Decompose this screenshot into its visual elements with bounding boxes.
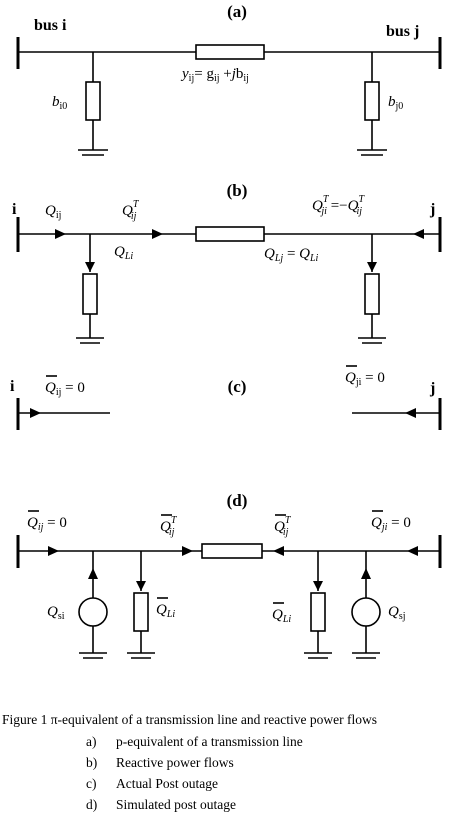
arrow-left-icon [405, 408, 416, 418]
load-i-resistor [133, 592, 149, 632]
panel-d-label: (d) [227, 491, 248, 510]
svg-text:Qji = 0: Qji = 0 [371, 515, 411, 533]
svg-text:Qji = 0: Qji = 0 [345, 370, 385, 388]
q-ij-label: Qij [45, 203, 61, 221]
ground-icon [127, 652, 155, 659]
shunt-i-resistor [85, 81, 101, 121]
node-j-label: j [429, 201, 435, 218]
svg-text:QLi: QLi [156, 602, 175, 620]
q-ji-bar-label: Qji = 0 [345, 365, 385, 388]
node-i-label: i [10, 378, 15, 395]
panel-c: (c) i j Qij = 0 Qji = 0 [10, 365, 442, 430]
ground-icon [357, 149, 387, 156]
panel-a: (a) bus i bus j yij= gij +jbij bi0 bj0 [16, 2, 442, 156]
q-Li-bar-label-2: QLi [272, 602, 291, 625]
arrow-right-icon [55, 229, 66, 239]
arrow-left-icon [273, 546, 284, 556]
panel-a-label: (a) [227, 2, 247, 21]
arrow-right-icon [48, 546, 59, 556]
ground-icon [352, 652, 380, 659]
ground-icon [304, 652, 332, 659]
ground-icon [78, 149, 108, 156]
svg-text:Qij = 0: Qij = 0 [45, 380, 85, 398]
ground-icon [358, 337, 386, 344]
arrow-up-icon [361, 568, 371, 579]
shunt-i-label: bi0 [52, 94, 67, 112]
ground-icon [79, 652, 107, 659]
arrow-right-icon [30, 408, 41, 418]
q-Lj-label: QLj = QLi [264, 246, 319, 264]
shunt-j-label: bj0 [388, 94, 403, 112]
arrow-left-icon [407, 546, 418, 556]
ground-icon [76, 337, 104, 344]
load-i-resistor [82, 273, 98, 315]
source-i-circle [78, 597, 108, 627]
q-ij-bar-label: Qij = 0 [45, 375, 85, 398]
arrow-down-icon [367, 262, 377, 272]
caption-title: Figure 1 π-equivalent of a transmission … [2, 712, 377, 727]
q-si-label: Qsi [47, 604, 65, 622]
q-Li-bar-label: QLi [156, 597, 175, 620]
panel-b-label: (b) [227, 181, 248, 200]
caption-item-b: b)Reactive power flows [86, 755, 234, 770]
panel-c-label: (c) [228, 377, 247, 396]
caption-item-c: c)Actual Post outage [86, 776, 218, 791]
svg-text:Qij = 0: Qij = 0 [27, 515, 67, 533]
q-ij-bar-label: Qij = 0 [27, 510, 67, 533]
bus-j-label: bus j [386, 23, 419, 40]
source-j-circle [351, 597, 381, 627]
series-resistor [195, 226, 265, 242]
series-resistor [201, 543, 263, 559]
arrow-right-icon [182, 546, 193, 556]
bus-i-label: bus i [34, 17, 67, 34]
admittance-label: yij= gij +jbij [180, 66, 249, 84]
load-j-resistor [364, 273, 380, 315]
node-j-label: j [429, 380, 435, 397]
arrow-right-icon [152, 229, 163, 239]
svg-text:QLi: QLi [272, 607, 291, 625]
arrow-down-icon [85, 262, 95, 272]
arrow-up-icon [88, 568, 98, 579]
series-admittance-resistor [195, 44, 265, 60]
caption-item-d: d)Simulated post outage [86, 797, 236, 812]
q-Li-label: QLi [114, 244, 133, 262]
shunt-j-resistor [364, 81, 380, 121]
pi-equivalent-diagram: (a) bus i bus j yij= gij +jbij bi0 bj0 [10, 2, 442, 659]
arrow-left-icon [413, 229, 424, 239]
q-ji-bar-label: Qji = 0 [371, 510, 411, 533]
node-i-label: i [12, 201, 17, 218]
arrow-down-icon [313, 581, 323, 591]
q-sj-label: Qsj [388, 604, 406, 622]
load-j-resistor [310, 592, 326, 632]
arrow-down-icon [136, 581, 146, 591]
caption-item-a: a)p-equivalent of a transmission line [86, 734, 303, 749]
